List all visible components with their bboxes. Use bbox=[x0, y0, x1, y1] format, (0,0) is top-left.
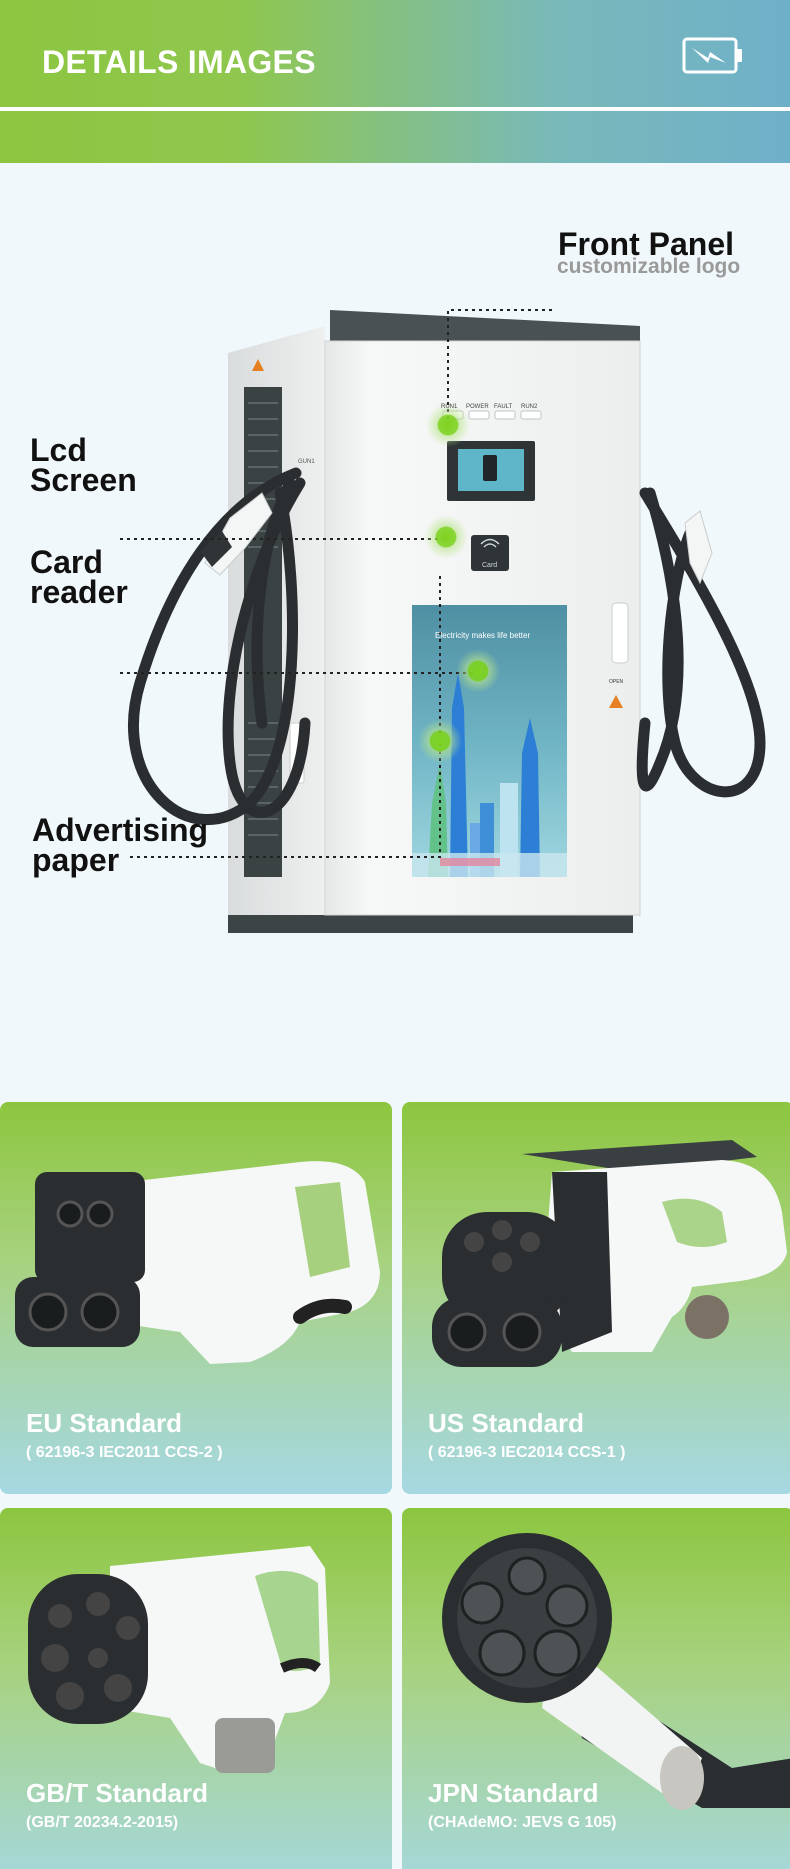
right-charging-gun bbox=[684, 510, 713, 585]
standard-card-us: US Standard ( 62196-3 IEC2014 CCS-1 ) bbox=[402, 1102, 790, 1494]
indicator-run1: RUN1 bbox=[441, 404, 458, 410]
us-connector-image bbox=[432, 1140, 787, 1367]
charger-hero: RUN1 POWER FAULT RUN2 Electricity makes … bbox=[0, 163, 790, 1103]
indicator-run2: RUN2 bbox=[521, 404, 538, 410]
jpn-connector-image bbox=[442, 1533, 790, 1810]
gbt-connector-image bbox=[28, 1546, 330, 1773]
us-standard-title: US Standard bbox=[428, 1408, 585, 1438]
standard-card-jpn: JPN Standard (CHAdeMO: JEVS G 105) bbox=[402, 1508, 790, 1869]
charger-illustration: RUN1 POWER FAULT RUN2 Electricity makes … bbox=[120, 309, 766, 933]
front-panel-marker bbox=[426, 403, 470, 447]
gbt-standard-title: GB/T Standard bbox=[26, 1778, 209, 1808]
indicator-fault: FAULT bbox=[494, 404, 513, 410]
callout-leader-lines bbox=[120, 309, 552, 858]
left-charging-cable bbox=[128, 467, 311, 826]
header-divider bbox=[0, 107, 790, 111]
ad-skyline bbox=[412, 673, 567, 877]
card-reader-label: Card reader bbox=[30, 544, 128, 610]
eu-standard-code: ( 62196-3 IEC2011 CCS-2 ) bbox=[26, 1444, 223, 1461]
indicator-power: POWER bbox=[466, 404, 489, 410]
advertising-paper-label: Advertising paper bbox=[32, 812, 209, 878]
gun-label-text: GUN1 bbox=[298, 459, 315, 465]
front-panel-sublabel: customizable logo bbox=[557, 255, 741, 278]
open-label-text: OPEN bbox=[609, 679, 624, 685]
card-label-text: Card bbox=[482, 562, 497, 569]
front-panel-label: Front Panel bbox=[558, 226, 735, 262]
jpn-standard-code: (CHAdeMO: JEVS G 105) bbox=[428, 1814, 617, 1831]
jpn-standard-title: JPN Standard bbox=[428, 1778, 599, 1808]
section-title: DETAILS IMAGES bbox=[42, 44, 316, 80]
card-reader bbox=[471, 535, 509, 571]
eu-connector-image bbox=[15, 1161, 380, 1364]
eu-standard-title: EU Standard bbox=[26, 1408, 183, 1438]
lcd-screen-label: Lcd Screen bbox=[30, 432, 137, 498]
gbt-standard-code: (GB/T 20234.2-2015) bbox=[26, 1814, 179, 1831]
card-reader-marker bbox=[456, 649, 500, 693]
us-standard-code: ( 62196-3 IEC2014 CCS-1 ) bbox=[428, 1444, 626, 1461]
right-charging-cable bbox=[636, 487, 766, 798]
battery-bolt-icon bbox=[682, 37, 742, 74]
lcd-marker bbox=[424, 515, 468, 559]
details-header: DETAILS IMAGES bbox=[0, 0, 790, 163]
standard-card-gbt: GB/T Standard (GB/T 20234.2-2015) bbox=[0, 1508, 392, 1869]
left-charging-gun bbox=[200, 492, 273, 576]
ad-slogan-text: Electricity makes life better bbox=[435, 631, 530, 640]
advertising-marker bbox=[418, 719, 462, 763]
standard-card-eu: EU Standard ( 62196-3 IEC2011 CCS-2 ) bbox=[0, 1102, 392, 1494]
